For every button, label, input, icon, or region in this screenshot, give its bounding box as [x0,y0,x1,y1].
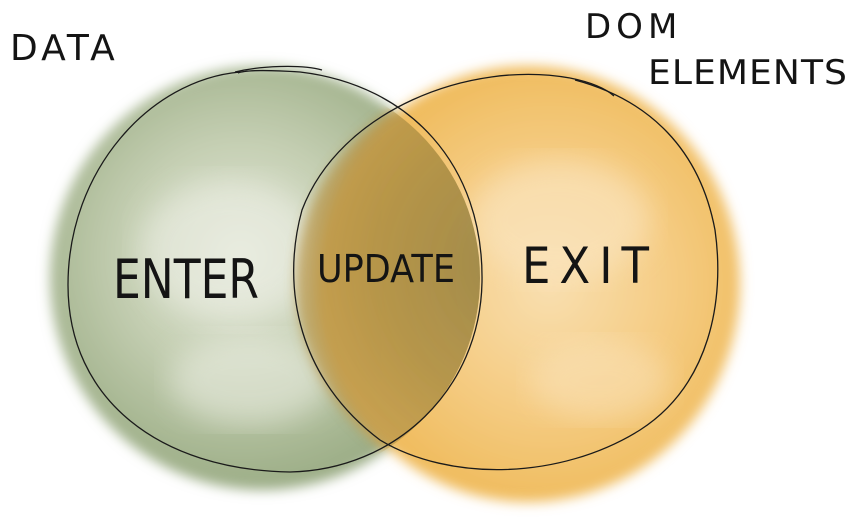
dom-elements-outline [293,73,719,471]
data-set-outline-tick [234,65,323,73]
data-set-label: DATA [10,28,119,69]
update-region-label: UPDATE [317,247,455,291]
dom-elements-outline-tick [569,77,615,97]
data-set-outline [67,69,483,473]
update-overlap-wash [296,77,480,483]
exit-region-label: EXIT [522,237,658,295]
dom-label-line2: ELEMENTS [648,53,848,93]
enter-region-label: ENTER [113,248,259,311]
dom-label-line1: DOM [585,7,682,47]
